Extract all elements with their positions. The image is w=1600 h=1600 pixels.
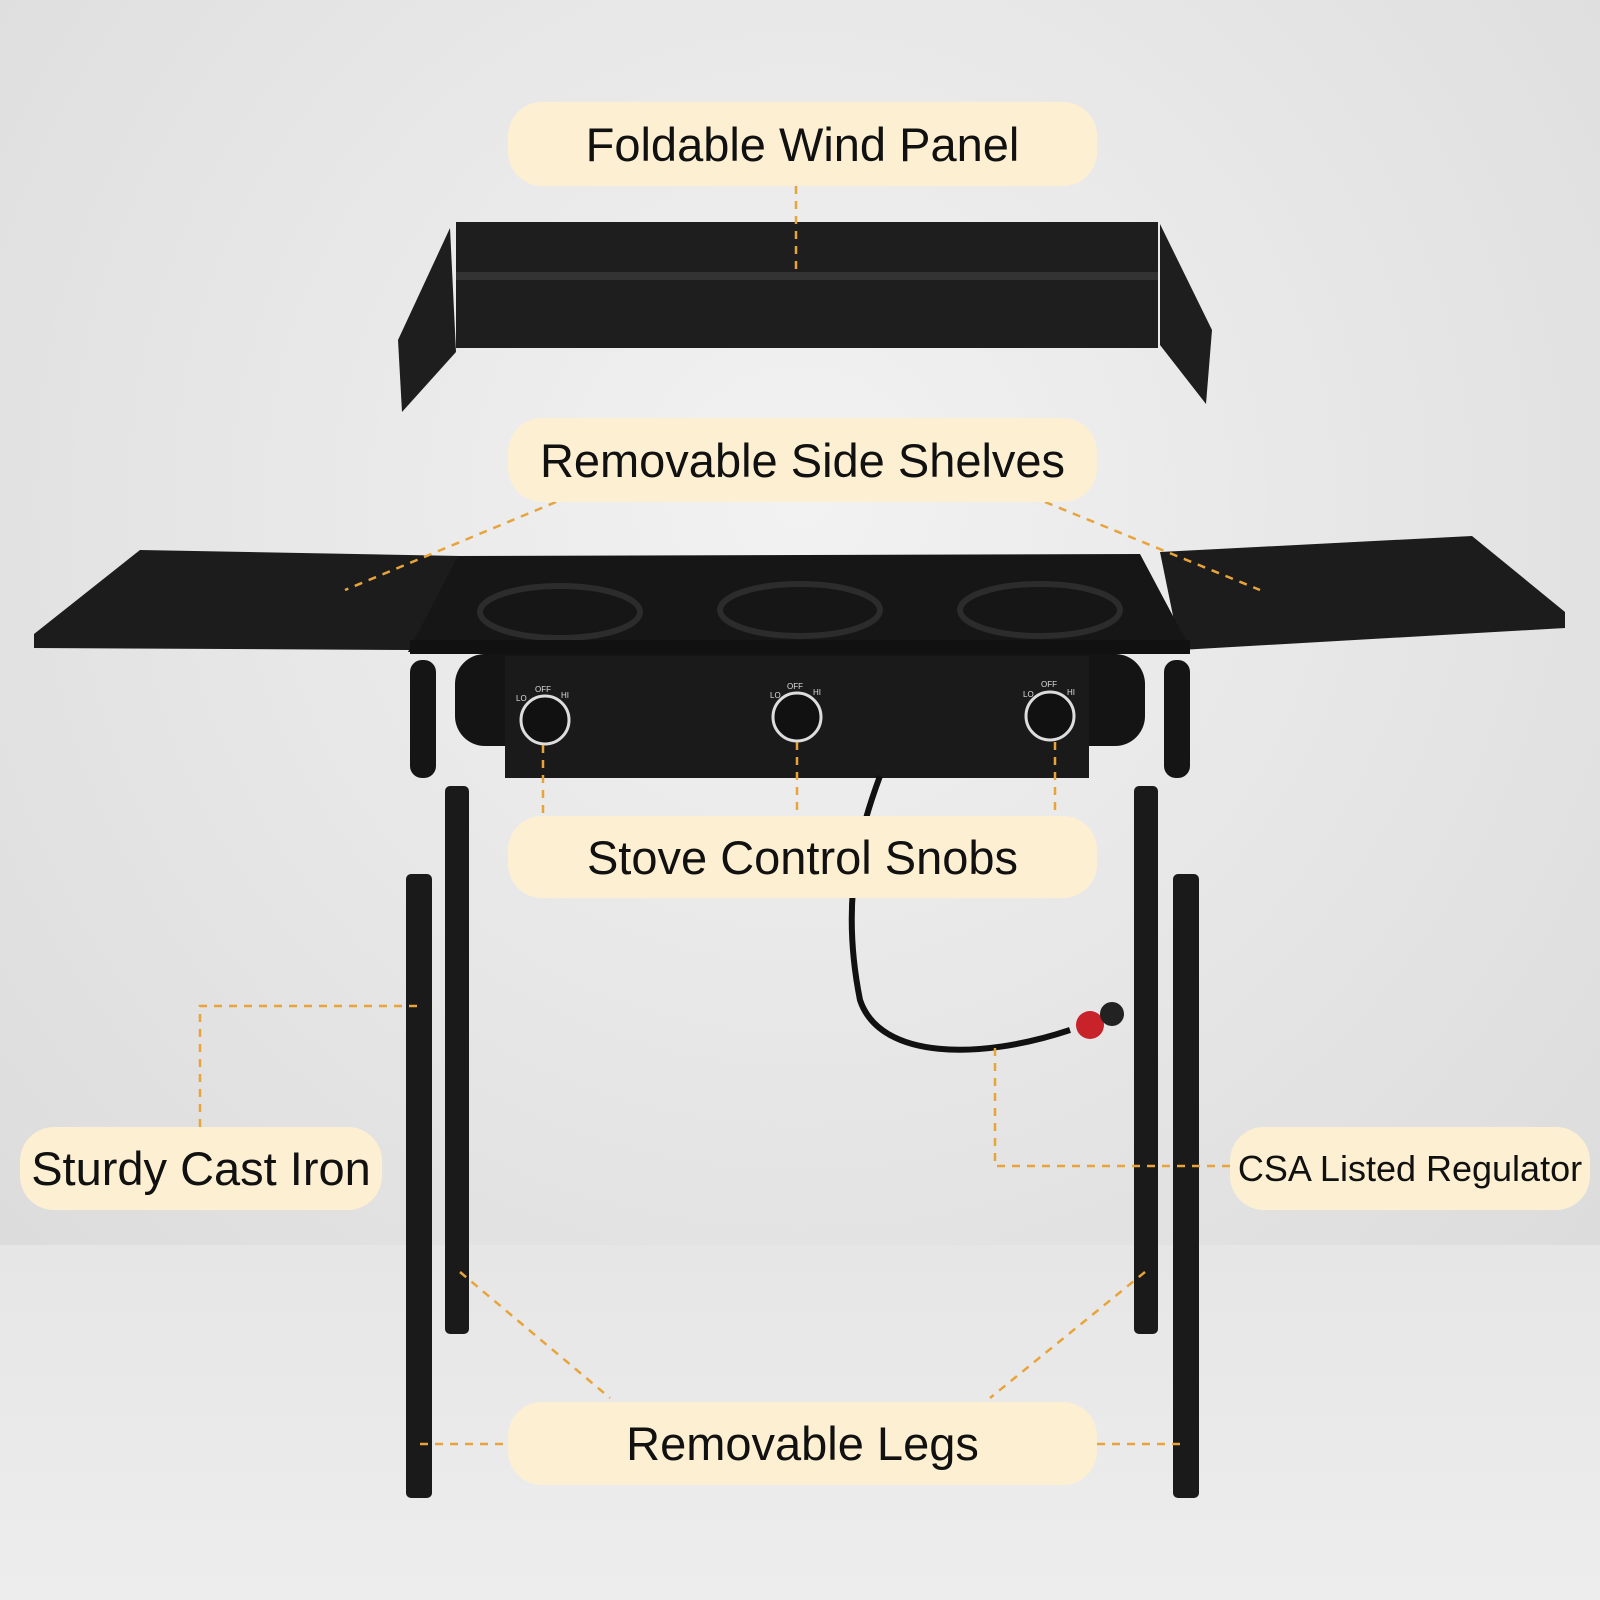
leader-lines <box>198 186 1261 1446</box>
label-side-shelves: Removable Side Shelves <box>508 418 1097 502</box>
wind-panel <box>398 222 1212 412</box>
svg-text:LO: LO <box>516 694 527 703</box>
control-knobs <box>519 690 1076 746</box>
label-regulator: CSA Listed Regulator <box>1230 1127 1590 1210</box>
svg-text:HI: HI <box>561 691 569 700</box>
side-shelves <box>34 536 1565 650</box>
svg-text:OFF: OFF <box>787 682 803 691</box>
svg-text:LO: LO <box>1023 690 1034 699</box>
label-control-knobs: Stove Control Snobs <box>508 816 1097 898</box>
svg-text:HI: HI <box>813 688 821 697</box>
knob-markings: LO OFF HI LO OFF HI LO OFF HI <box>516 680 1075 703</box>
svg-text:OFF: OFF <box>535 685 551 694</box>
label-legs: Removable Legs <box>508 1402 1097 1485</box>
stove-body <box>408 554 1190 778</box>
label-wind-panel: Foldable Wind Panel <box>508 102 1097 186</box>
label-cast-iron: Sturdy Cast Iron <box>20 1127 382 1210</box>
legs <box>406 786 1199 1498</box>
svg-text:LO: LO <box>770 691 781 700</box>
svg-text:OFF: OFF <box>1041 680 1057 689</box>
svg-text:HI: HI <box>1067 688 1075 697</box>
